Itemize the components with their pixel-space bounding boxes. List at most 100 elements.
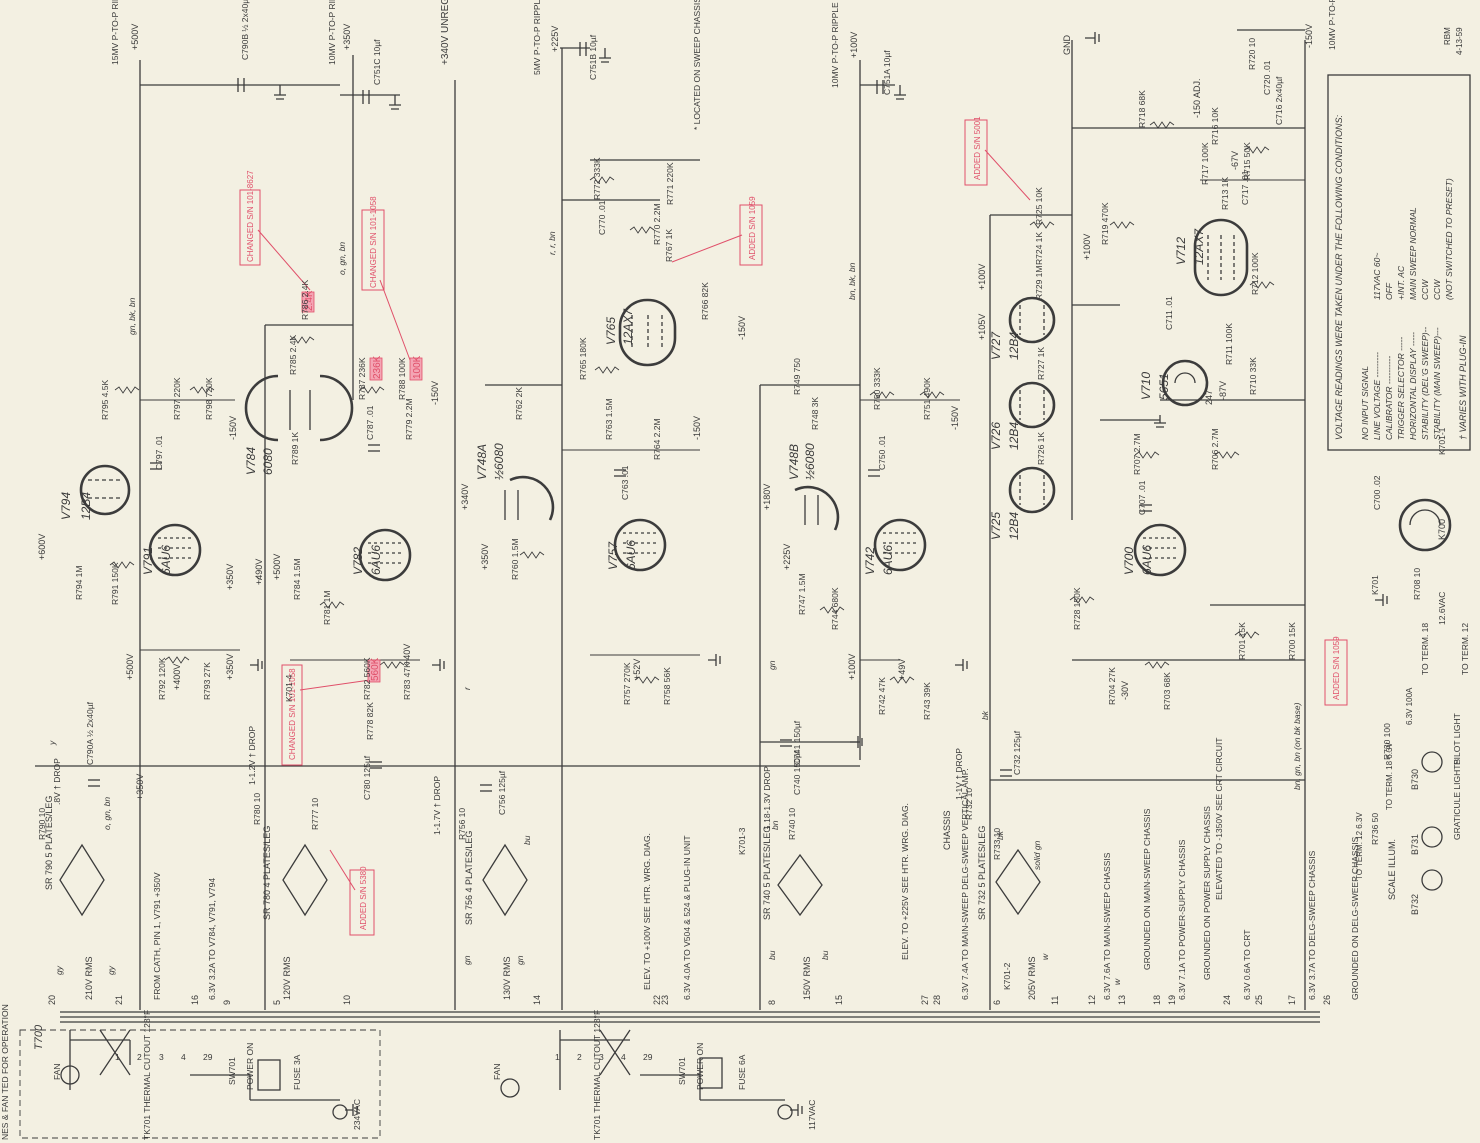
reading-row-2: LINE VOLTAGE --------- <box>1372 352 1382 440</box>
voltage-readings-box: VOLTAGE READINGS WERE TAKEN UNDER THE FO… <box>1327 74 1471 451</box>
wire-color-w21: gn <box>515 955 525 965</box>
tube-v727-type: 12B4 <box>1007 332 1021 360</box>
winding-130v: 130V RMS <box>502 956 512 1000</box>
component-r726: R726 1K <box>1036 432 1046 465</box>
component-r797: R797 220K <box>172 377 182 420</box>
wire-color-w3: r, r, bn <box>547 231 557 255</box>
component-r712: R712 100K <box>1250 252 1260 295</box>
fuse-1: FUSE 6A <box>737 1054 747 1090</box>
component-r729: R729 1M <box>1034 266 1044 301</box>
margin-note: NES & FAN TED FOR OPERATION <box>0 1004 10 1140</box>
winding-150v: 150V RMS <box>802 956 812 1000</box>
reading-row-5: HORIZONTAL DISPLAY ----- <box>1408 332 1418 440</box>
fuse-0: FUSE 3A <box>292 1054 302 1090</box>
component-r719: R719 470K <box>1100 202 1110 245</box>
note-grounded-ps: GROUNDED ON POWER SUPPLY CHASSIS <box>1202 806 1212 980</box>
component-r713: R713 1K <box>1220 177 1230 210</box>
ripple-225: 5MV P-TO-P RIPPLE <box>532 0 542 75</box>
component-r715: R715 50K <box>1242 142 1252 180</box>
wire-color-w5: y <box>47 740 57 746</box>
tube-v765-type: 12AX7 <box>621 308 635 345</box>
component-r782: R782 560K <box>362 657 372 700</box>
note-elev-225: ELEV. TO +225V SEE HTR. WRG. DIAG. <box>900 803 910 960</box>
component-r744: R744 680K <box>830 587 840 630</box>
component-c700: C700 .02 <box>1372 475 1382 510</box>
component-r742: R742 47K <box>877 677 887 715</box>
voltage-v100c: +100V <box>1082 234 1092 260</box>
voltage-v100d: +100V <box>847 654 857 680</box>
terminal-11: 11 <box>1050 996 1060 1005</box>
highlight-r788: 100K <box>412 355 423 379</box>
note-grounded-main: GROUNDED ON MAIN-SWEEP CHASSIS <box>1142 808 1152 970</box>
component-c720: C720 .01 <box>1262 60 1272 95</box>
component-r788: R788 100K <box>397 357 407 400</box>
drop-3: 1-1.7V † DROP <box>432 776 442 835</box>
terminal-5: 5 <box>272 1000 282 1005</box>
terminal-8: 8 <box>767 1000 777 1005</box>
component-r763: R763 1.5M <box>604 398 614 440</box>
wire-color-w7: r <box>462 686 472 690</box>
transformer-ref: T700 <box>33 1024 45 1050</box>
voltage-v150e: -150V <box>737 316 747 340</box>
power-pin-1-4: 29 <box>643 1052 653 1062</box>
tube-v794-ref: V794 <box>59 492 73 520</box>
component-c732: C732 125µf <box>1012 730 1022 775</box>
component-r757: R757 270K <box>622 662 632 705</box>
component-c750: C750 .01 <box>877 435 887 470</box>
drawing-date: 4-13-59 <box>1455 27 1464 55</box>
component-r704: R704 27K <box>1107 667 1117 705</box>
reading-row-6: STABILITY (DEL'G SWEEP)-- <box>1420 327 1430 440</box>
tube-v700-type: 6AU6 <box>1140 545 1154 575</box>
power-pin-0-2: 3 <box>159 1052 164 1062</box>
tube-v742-type: 6AU6 <box>881 545 895 575</box>
drop-2: 1-1.2V † DROP <box>247 726 257 785</box>
wire-color-w2: o, gn, bn <box>337 242 347 275</box>
component-r756: R756 10 <box>457 808 467 840</box>
component-c711: C711 .01 <box>1164 296 1174 330</box>
component-r740: R740 10 <box>787 808 797 840</box>
voltage-v350e: +350V <box>135 774 145 800</box>
component-r781: R781 1M <box>322 591 332 626</box>
tube-v726-type: 12B4 <box>1007 422 1021 450</box>
tube-v757-type: 6AU6 <box>624 540 638 570</box>
component-r777: R777 10 <box>310 798 320 830</box>
ground-symbols <box>250 32 1388 1116</box>
component-r783: R783 47K <box>402 662 412 700</box>
component-r778: R778 82K <box>365 702 375 740</box>
note-term12-63: TO TERM. 12 6.3V <box>1355 812 1364 880</box>
voltage-v350b: +350V <box>225 564 235 590</box>
wire-color-w23: w <box>1040 953 1050 960</box>
reading-row-2-value: 117VAC 60~ <box>1372 253 1382 300</box>
terminal-19: 19 <box>1167 995 1177 1005</box>
wire-color-w17: gy <box>106 965 116 975</box>
component-r786: R786 2.4K <box>300 280 310 320</box>
rail-350v: +350V <box>342 24 352 50</box>
voltage-v87: -87V <box>1218 381 1228 400</box>
voltage-v180: +180V <box>762 484 772 510</box>
relay-k701-1: K701-1 <box>1437 427 1447 455</box>
component-c741: C741 150µf <box>792 720 802 765</box>
voltage-v150adj: -150 ADJ. <box>1192 78 1202 118</box>
wire-color-w8: gn <box>767 660 777 670</box>
highlight-r786: 2.4K <box>304 290 315 311</box>
tube-v791-type: 6AU6 <box>159 545 173 575</box>
term-12: TO TERM. 12 <box>1460 623 1470 675</box>
terminal-6: 6 <box>992 1000 1002 1005</box>
component-r798: R798 720K <box>204 377 214 420</box>
change-note-5: CHANGED S/N 101-1058 <box>288 668 297 760</box>
voltage-v52: +52V <box>632 659 642 680</box>
wire-color-w10: bn, gn, bn (on bk base) <box>1292 702 1302 790</box>
component-c787: C787 .01 <box>365 405 375 440</box>
component-c751b: C751B 10µf <box>588 34 598 80</box>
power-pin-0-3: 4 <box>181 1052 186 1062</box>
drafter-initials: RBM <box>1443 27 1452 45</box>
wire-color-w22: w <box>1112 978 1122 985</box>
change-note-6: ADDED S/N 5380 <box>359 866 368 930</box>
voltage-v105: +105V <box>977 314 987 340</box>
tube-v712-ref: V712 <box>1174 237 1188 265</box>
bus-wires <box>35 29 1320 1023</box>
terminal-26: 26 <box>1322 995 1332 1005</box>
thermal-cutout-0: TK701 THERMAL CUTOUT 128°F <box>142 1010 152 1140</box>
lamp-b732: B732 <box>1410 894 1420 915</box>
